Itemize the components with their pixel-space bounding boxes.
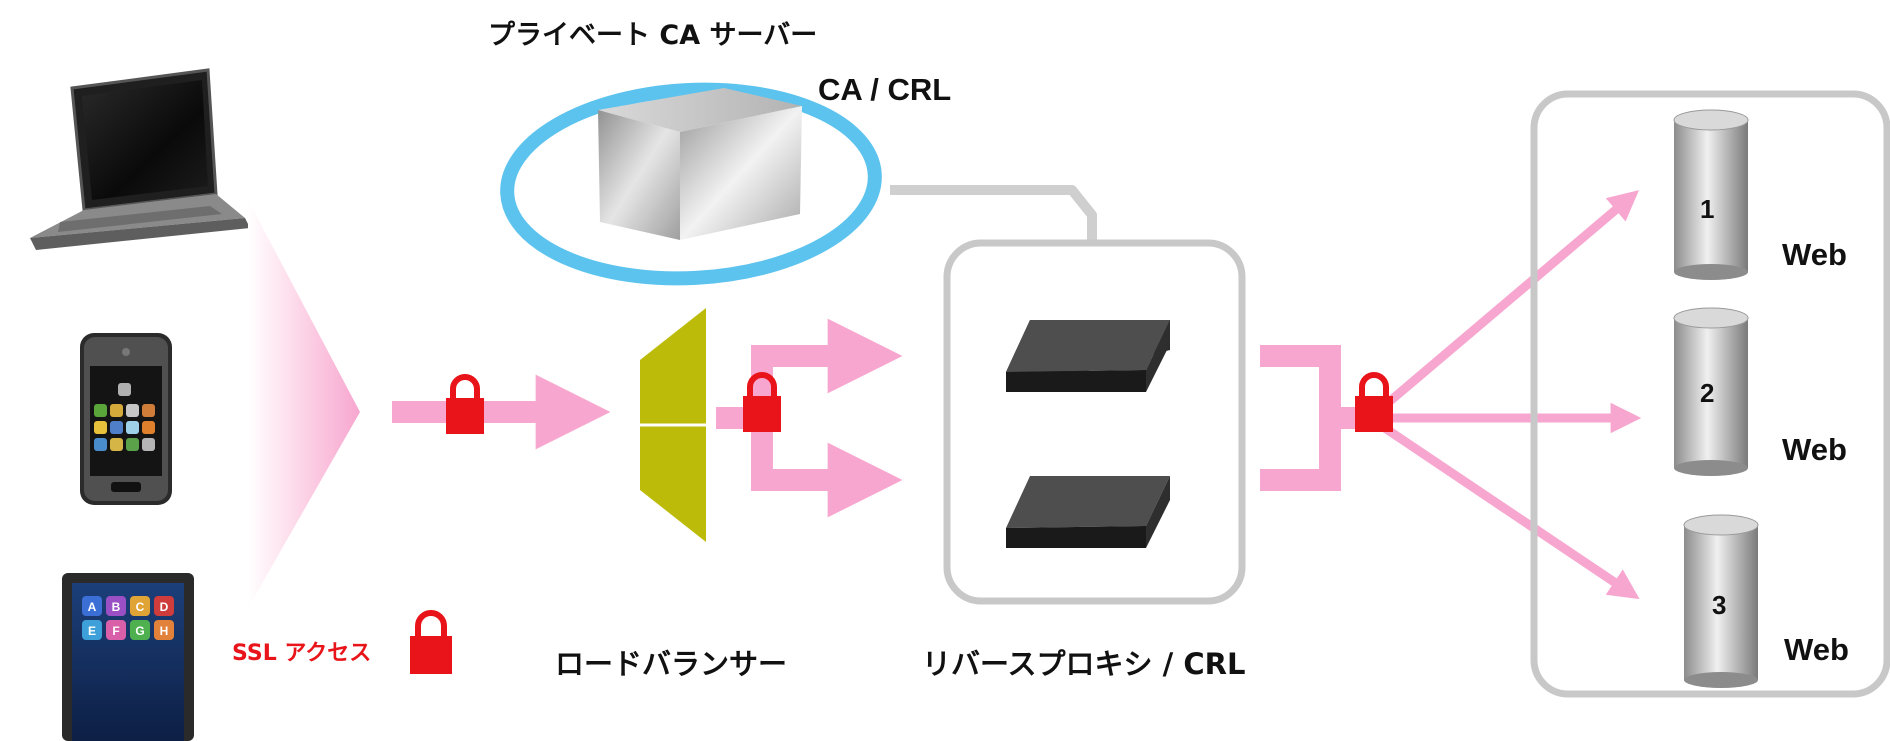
server-label: Web (1782, 432, 1847, 467)
tablet-app-letter: G (135, 624, 144, 638)
ssl-access-label: SSL アクセス (232, 641, 371, 666)
proxy-appliance-icon (1006, 476, 1170, 548)
ca-highlight-ring (500, 82, 882, 286)
database-icon (1683, 514, 1759, 688)
load-balancer-icon (640, 308, 706, 542)
ca-connector (890, 185, 1097, 240)
tablet-app-tile (82, 620, 102, 640)
tablet-app-letter: H (160, 624, 169, 638)
server-number: 3 (1712, 590, 1726, 620)
database-icon (1673, 307, 1749, 476)
lock-icon (743, 372, 781, 432)
lock-icon (410, 610, 452, 674)
proxy-appliance-icon (1006, 320, 1170, 392)
tablet-app-tile (154, 620, 174, 640)
smartphone-icon (80, 333, 172, 505)
tablet-app-tile (154, 596, 174, 616)
load-balancer-label: ロードバランサー (555, 647, 787, 681)
ca-crl-label: CA / CRL (818, 72, 951, 107)
tablet-app-tile (106, 596, 126, 616)
reverse-proxy-label: リバースプロキシ / CRL (922, 647, 1245, 681)
tablet-app-letter: A (88, 600, 97, 614)
laptop-icon (30, 68, 250, 250)
tablet-app-tile (130, 596, 150, 616)
tablet-app-tile (106, 620, 126, 640)
tablet-app-tile (82, 596, 102, 616)
lock-icon (1355, 372, 1393, 432)
server-label: Web (1784, 632, 1849, 667)
tablet-app-letter: C (136, 600, 145, 614)
tablet-app-letter: D (160, 600, 169, 614)
server-number: 1 (1700, 194, 1714, 224)
tablet-icon: A B C D E F G H (62, 573, 194, 741)
database-icon (1673, 109, 1749, 280)
web-server-frame (1530, 90, 1890, 698)
tablet-app-tile (130, 620, 150, 640)
lock-icon (446, 374, 484, 434)
server-number: 2 (1700, 378, 1714, 408)
tablet-app-letter: E (88, 624, 96, 638)
web-server-3: 3 Web (1683, 514, 1849, 688)
ca-server-title: プライベート CA サーバー (488, 20, 817, 51)
tablet-app-letter: B (112, 600, 121, 614)
web-server-1: 1 Web (1673, 109, 1847, 280)
tablet-app-letter: F (112, 624, 119, 638)
server-label: Web (1782, 237, 1847, 272)
access-fan (248, 200, 360, 608)
ca-server-icon (598, 88, 802, 240)
web-server-2: 2 Web (1673, 307, 1847, 476)
